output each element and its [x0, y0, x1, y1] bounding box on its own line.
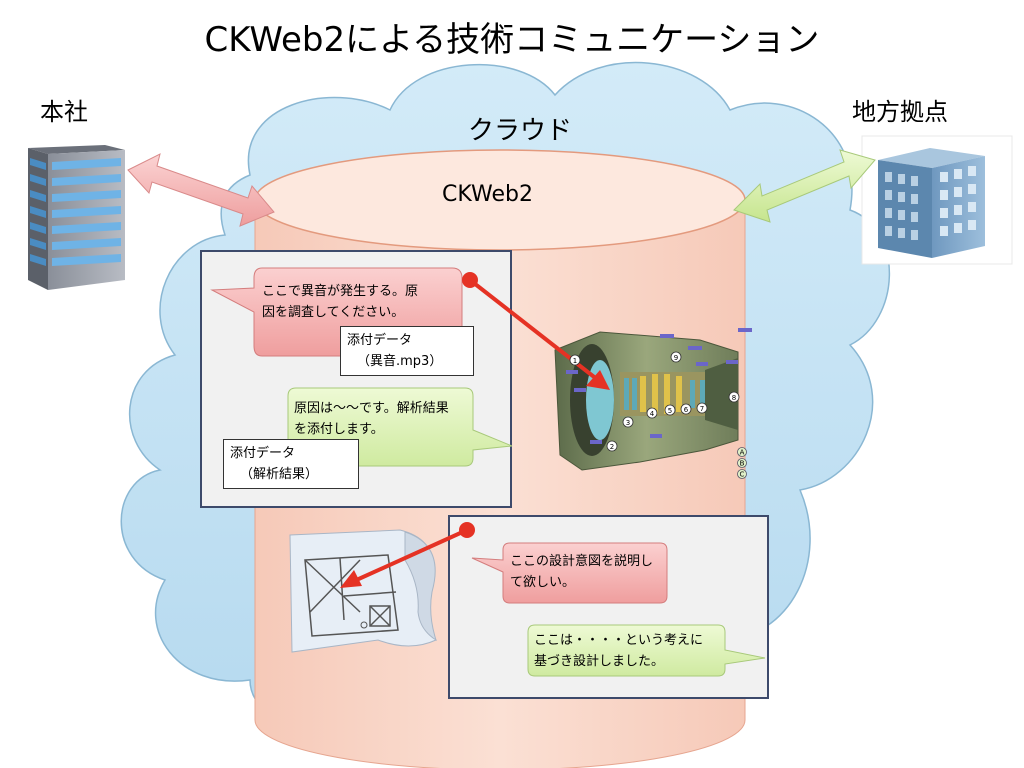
engine-part-numbers: 1 2 3 4 5 6 7 8 9 — [569, 351, 740, 452]
attachment-filename: （異音.mp3） — [357, 354, 443, 369]
engine-question-text: ここで異音が発生する。原 因を調査してください。 — [262, 281, 418, 323]
headquarters-building-icon — [28, 145, 125, 290]
engine-part-number-label: 5 — [668, 407, 672, 415]
attachment-filename: （解析結果） — [240, 467, 319, 482]
blueprint-question-line-2: て欲しい。 — [510, 575, 576, 590]
blueprint-answer-bubble — [527, 624, 766, 677]
local-office-sync-arrow — [733, 149, 876, 223]
engine-part-number-label: 9 — [674, 354, 678, 362]
blueprint-question-line-1: ここの設計意図を説明し — [510, 554, 654, 569]
engine-part-number-marker: 4 — [646, 407, 658, 419]
engine-part-number-label: 7 — [700, 405, 704, 413]
engine-part-number-label: 3 — [626, 419, 630, 427]
engine-answer-line-2: を添付します。 — [294, 422, 384, 437]
engine-pointer-arrow — [462, 272, 610, 390]
blueprint-drawing-image — [289, 529, 437, 653]
engine-answer-text: 原因は〜〜です。解析結果 を添付します。 — [294, 398, 449, 440]
engine-answer-line-1: 原因は〜〜です。解析結果 — [294, 401, 449, 416]
page-title: CKWeb2による技術コミュニケーション — [204, 20, 820, 60]
ckweb2-label: CKWeb2 — [442, 182, 533, 207]
engine-part-number-marker: 7 — [696, 402, 708, 414]
engine-part-number-marker: 9 — [670, 351, 682, 363]
engine-part-number-label: 6 — [684, 406, 689, 414]
engine-part-number-label: 1 — [573, 357, 577, 365]
engine-section-letter-marker: C — [737, 469, 747, 479]
engine-question-line-1: ここで異音が発生する。原 — [262, 284, 419, 299]
blueprint-pointer-arrow — [340, 522, 475, 588]
headquarters-sync-arrow — [127, 153, 275, 227]
engine-answer-attachment[interactable]: 添付データ （解析結果） — [223, 439, 359, 489]
engine-part-number-marker: 8 — [728, 391, 740, 403]
blueprint-question-text: ここの設計意図を説明し て欲しい。 — [510, 551, 653, 593]
engine-section-letters: ABC — [737, 447, 747, 479]
engine-part-number-marker: 6 — [680, 403, 692, 415]
cloud-label: クラウド — [468, 116, 573, 146]
blueprint-answer-line-2: 基づき設計しました。 — [534, 654, 665, 669]
engine-section-letter-label: B — [740, 460, 745, 468]
engine-question-line-2: 因を調査してください。 — [262, 305, 405, 320]
engine-section-letter-marker: B — [737, 458, 747, 468]
engine-part-number-label: 2 — [610, 443, 614, 451]
blueprint-question-bubble — [471, 542, 668, 604]
engine-part-number-marker: 2 — [606, 440, 618, 452]
engine-section-letter-marker: A — [737, 447, 747, 457]
engine-section-letter-label: C — [740, 471, 745, 479]
jet-engine-cutaway-image — [554, 328, 752, 471]
headquarters-label: 本社 — [40, 98, 88, 126]
engine-part-number-marker: 3 — [622, 416, 634, 428]
engine-section-letter-label: A — [740, 449, 745, 457]
engine-part-number-marker: 5 — [664, 404, 676, 416]
local-office-label: 地方拠点 — [852, 98, 948, 126]
blueprint-answer-line-1: ここは・・・・という考えに — [534, 633, 704, 648]
local-office-building-icon — [861, 135, 1013, 265]
engine-part-number-marker: 1 — [569, 354, 581, 366]
engine-question-attachment[interactable]: 添付データ （異音.mp3） — [340, 326, 474, 376]
attachment-title: 添付データ — [347, 333, 413, 348]
engine-part-number-label: 4 — [650, 410, 655, 418]
attachment-title: 添付データ — [230, 446, 296, 461]
blueprint-answer-text: ここは・・・・という考えに 基づき設計しました。 — [534, 630, 703, 672]
engine-part-number-label: 8 — [732, 394, 736, 402]
